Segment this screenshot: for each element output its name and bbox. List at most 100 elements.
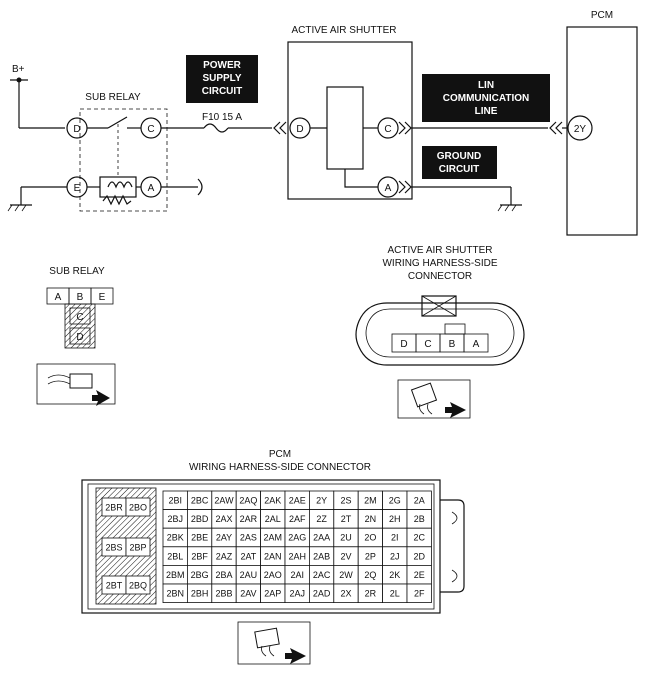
shutter-motor bbox=[326, 86, 364, 170]
pcm-terminal-label: 2AM bbox=[264, 533, 283, 543]
pcm-terminal-label: 2R bbox=[365, 589, 377, 599]
pcm-terminal-label: 2AZ bbox=[216, 551, 233, 561]
b-plus-label: B+ bbox=[12, 64, 25, 75]
pcm-terminal-label: 2AX bbox=[215, 514, 232, 524]
shutter-pin-a: A bbox=[385, 183, 392, 194]
pcm-terminal-label: 2AF bbox=[289, 514, 306, 524]
fuse-label: F10 15 A bbox=[202, 112, 242, 123]
sub-relay-connector-title: SUB RELAY bbox=[49, 266, 105, 277]
shutter-connector-title-1: ACTIVE AIR SHUTTER bbox=[387, 245, 492, 256]
lin-line-2: COMMUNICATION bbox=[443, 93, 529, 104]
pcm-terminal-label: 2AG bbox=[288, 533, 306, 543]
pcm-terminal-label: 2AQ bbox=[239, 496, 257, 506]
ground-line-1: GROUND bbox=[437, 151, 481, 162]
shutter-pin-d: D bbox=[296, 124, 303, 135]
pcm-terminal-label: 2BL bbox=[167, 551, 183, 561]
sub-relay-box bbox=[79, 108, 168, 212]
pcm-title: PCM bbox=[591, 10, 613, 21]
power-supply-line-3: CIRCUIT bbox=[202, 86, 243, 97]
ground-line-2: CIRCUIT bbox=[439, 164, 480, 175]
pcm-terminal-label: 2AW bbox=[214, 496, 234, 506]
shutter-title: ACTIVE AIR SHUTTER bbox=[291, 25, 396, 36]
pcm-terminal-label: 2N bbox=[365, 514, 377, 524]
pcm-terminal-label: 2X bbox=[340, 589, 351, 599]
sub-relay-pin-b: B bbox=[77, 292, 84, 303]
pcm-terminal-label: 2AP bbox=[264, 589, 281, 599]
pcm-terminal-label: 2AE bbox=[289, 496, 306, 506]
pcm-left-label: 2BS bbox=[105, 543, 122, 553]
pcm-terminal-label: 2U bbox=[340, 533, 352, 543]
pcm-terminal-label: 2G bbox=[389, 496, 401, 506]
shutter-connector: ACTIVE AIR SHUTTER WIRING HARNESS-SIDE C… bbox=[355, 245, 525, 419]
sub-relay-title: SUB RELAY bbox=[85, 92, 141, 103]
pcm-connector-title-2: WIRING HARNESS-SIDE CONNECTOR bbox=[189, 462, 371, 473]
relay-coil bbox=[99, 176, 137, 198]
pcm-left-label: 2BP bbox=[129, 543, 146, 553]
lin-box bbox=[422, 74, 550, 122]
pcm-terminal-label: 2AN bbox=[264, 551, 282, 561]
pcm-terminal-label: 2B bbox=[414, 514, 425, 524]
pcm-terminal-label: 2BC bbox=[191, 496, 209, 506]
relay-pin-a: A bbox=[148, 183, 155, 194]
sub-relay-pin-d: D bbox=[76, 332, 83, 343]
lin-line-1: LIN bbox=[478, 80, 494, 91]
pcm-terminal-label: 2P bbox=[365, 551, 376, 561]
pcm-terminal-label: 2Q bbox=[364, 570, 376, 580]
pcm-terminal-cell bbox=[406, 583, 432, 604]
pcm-terminal-label: 2AB bbox=[313, 551, 330, 561]
pcm-terminal-label: 2BG bbox=[191, 570, 209, 580]
pcm-terminal-label: 2A bbox=[414, 496, 425, 506]
pcm-terminal-label: 2AD bbox=[313, 589, 331, 599]
shutter-view-icon bbox=[397, 379, 471, 419]
ground-circuit-box bbox=[422, 146, 497, 179]
pcm-left-cell bbox=[125, 575, 151, 595]
pcm-terminal-label: 2AT bbox=[240, 551, 256, 561]
shutter-connector-outline bbox=[355, 302, 525, 366]
shutter-pin-c: C bbox=[384, 124, 391, 135]
power-supply-box bbox=[186, 55, 258, 103]
pcm-terminal-label: 2T bbox=[341, 514, 352, 524]
pcm-terminal-label: 2S bbox=[340, 496, 351, 506]
pcm-pin-2y: 2Y bbox=[574, 124, 587, 135]
pcm-terminal-label: 2W bbox=[339, 570, 353, 580]
shutter-connector-title-3: CONNECTOR bbox=[408, 271, 472, 282]
shutter-conn-pin-b: B bbox=[449, 339, 456, 350]
pcm-terminal-label: 2BI bbox=[168, 496, 182, 506]
pcm-terminal-label: 2BA bbox=[215, 570, 232, 580]
pcm-terminal-label: 2AI bbox=[290, 570, 304, 580]
pcm-terminal-label: 2BD bbox=[191, 514, 209, 524]
shutter-conn-pin-a: A bbox=[473, 339, 480, 350]
sub-relay-connector: SUB RELAY A B E C D bbox=[36, 266, 116, 406]
pcm-left-cell bbox=[125, 497, 151, 517]
pcm-left-cell bbox=[125, 537, 151, 557]
sub-relay-view-icon bbox=[36, 363, 116, 405]
pcm-terminal-label: 2BM bbox=[166, 570, 185, 580]
pcm-left-label: 2BO bbox=[129, 503, 147, 513]
pcm-view-icon bbox=[237, 621, 311, 665]
pcm-terminal-label: 2Z bbox=[316, 514, 327, 524]
schematic: PCM B+ SUB RELAY D C E A bbox=[7, 10, 638, 236]
pcm-terminal-label: 2M bbox=[364, 496, 377, 506]
shutter-conn-pin-c: C bbox=[424, 339, 431, 350]
pcm-terminal-label: 2BF bbox=[191, 551, 208, 561]
pcm-terminal-label: 2BE bbox=[191, 533, 208, 543]
pcm-terminal-label: 2AC bbox=[313, 570, 331, 580]
pcm-terminal-label: 2AV bbox=[240, 589, 256, 599]
pcm-terminal-label: 2AU bbox=[240, 570, 258, 580]
pcm-left-label: 2BR bbox=[105, 503, 123, 513]
sub-relay-pin-e: E bbox=[99, 292, 106, 303]
lin-line-3: LINE bbox=[475, 106, 498, 117]
pcm-box bbox=[566, 26, 638, 236]
pcm-terminal-label: 2E bbox=[414, 570, 425, 580]
sub-relay-pin-c: C bbox=[76, 312, 83, 323]
pcm-terminal-label: 2AA bbox=[313, 533, 330, 543]
relay-pin-e: E bbox=[74, 183, 81, 194]
pcm-terminal-label: 2BB bbox=[215, 589, 232, 599]
pcm-terminal-label: 2BN bbox=[166, 589, 184, 599]
relay-switch bbox=[107, 116, 128, 129]
pcm-terminal-label: 2AK bbox=[264, 496, 281, 506]
shutter-conn-pin-d: D bbox=[400, 339, 407, 350]
pcm-terminal-label: 2AJ bbox=[289, 589, 305, 599]
